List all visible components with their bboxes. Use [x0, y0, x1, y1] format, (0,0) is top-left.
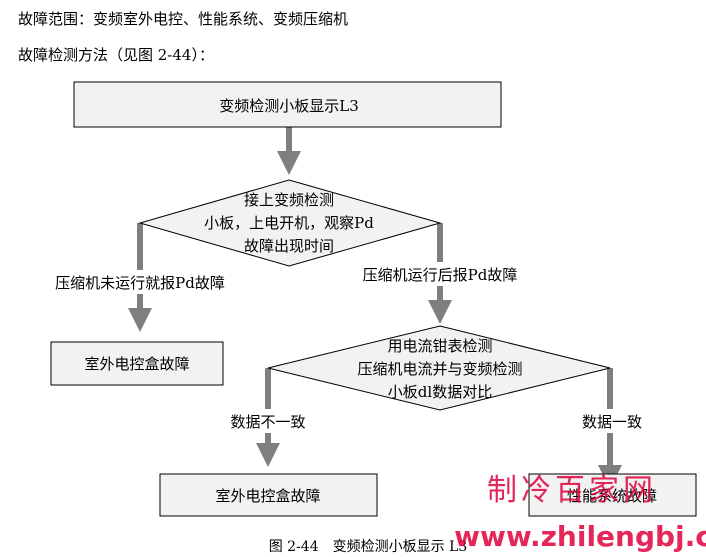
inconsistent-label-bg: [218, 409, 320, 433]
left-result-box: [50, 341, 224, 386]
right-branch-label-bg: [342, 262, 538, 286]
decision1-line2: 小板，上电开机，观察Pd: [204, 214, 374, 232]
decision2-line1: 用电流钳表检测: [387, 337, 492, 355]
fault-scope-text: 故障范围：变频室外电控、性能系统、变频压缩机: [18, 10, 349, 28]
detect-method-text: 故障检测方法（见图 2-44）：: [18, 46, 214, 64]
left-branch-label: 压缩机未运行就报Pd故障: [55, 274, 225, 292]
right-branch-label: 压缩机运行后报Pd故障: [363, 266, 518, 284]
left-branch-label-bg: [32, 270, 252, 294]
inconsistent-result-label: 室外电控盒故障: [215, 487, 320, 505]
decision1-line3: 故障出现时间: [244, 237, 334, 255]
left-result-label: 室外电控盒故障: [84, 355, 189, 373]
decision-diamond-1: [138, 179, 442, 267]
decision1-line1: 接上变频检测: [244, 191, 334, 209]
start-box: [73, 81, 502, 128]
start-box-label: 变频检测小板显示L3: [219, 97, 359, 115]
figure-caption: 图 2-44 变频检测小板显示 L3: [269, 539, 468, 555]
consistent-label: 数据一致: [582, 413, 642, 431]
watermark-brand: 制冷百家网: [487, 473, 657, 508]
inconsistent-result-box: [159, 473, 378, 517]
connectors: [128, 127, 622, 489]
consistent-label-bg: [572, 409, 652, 433]
consistent-result-label: 性能系统故障: [567, 487, 657, 505]
decision-diamond-2: [267, 325, 611, 411]
decision2-line2: 压缩机电流并与变频检测: [357, 360, 522, 378]
consistent-result-box: [528, 473, 697, 517]
inconsistent-label: 数据不一致: [230, 413, 305, 431]
decision2-line3: 小板dl数据对比: [388, 383, 492, 401]
watermark-url: www.zhilengbj.cn: [454, 520, 706, 553]
